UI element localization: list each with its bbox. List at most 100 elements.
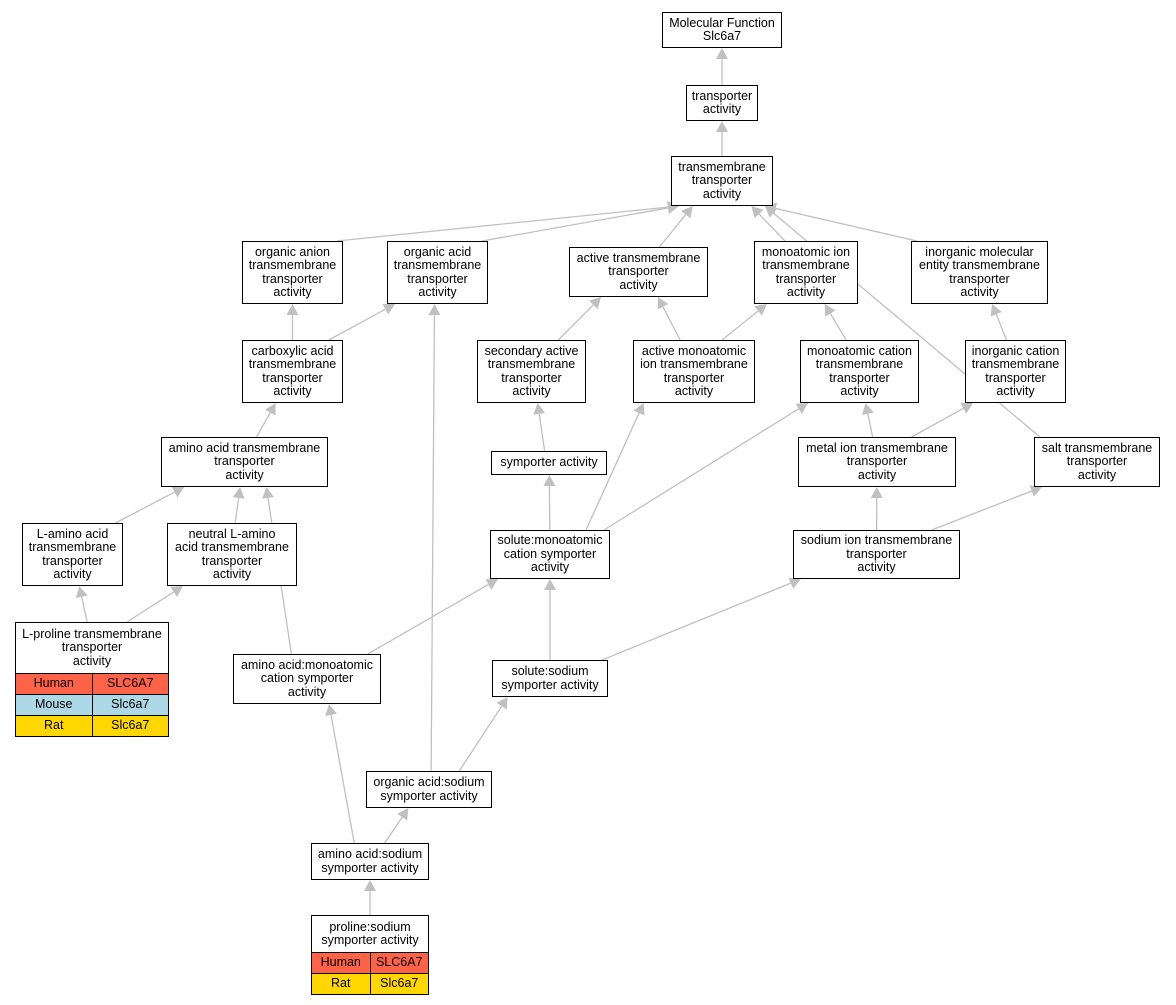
edge-line — [557, 304, 594, 341]
node-solute-monoatomic-cation-symporter[interactable]: solute:monoatomic cation symporter activ… — [490, 530, 610, 579]
node-amino-acid-monoatomic-cation-symporter[interactable]: amino acid:monoatomic cation symporter a… — [233, 654, 381, 704]
edge-line — [336, 206, 669, 242]
edge-arrowhead — [325, 704, 337, 716]
edge-arrowhead — [544, 579, 556, 590]
edge-line — [481, 207, 669, 242]
edge-arrowhead — [861, 403, 874, 415]
node-metal-ion-transmembrane[interactable]: metal ion transmembrane transporter acti… — [798, 437, 956, 487]
node-neutral-l-amino-acid[interactable]: neutral L-amino acid transmembrane trans… — [167, 523, 297, 586]
edge-arrowhead — [765, 206, 778, 218]
edge-arrowhead — [824, 304, 836, 317]
edge-line — [601, 582, 792, 661]
edge-line — [658, 214, 687, 248]
edge-arrowhead — [870, 487, 883, 499]
gene-symbol: SLC6A7 — [369, 953, 429, 973]
edge-line — [234, 497, 240, 524]
edge-line — [81, 596, 88, 623]
edge-arrowhead — [657, 297, 669, 310]
edge-line — [995, 313, 1008, 341]
node-l-amino-acid-transmembrane[interactable]: L-amino acid transmembrane transporter a… — [22, 523, 123, 586]
node-active-transmembrane[interactable]: active transmembrane transporter activit… — [569, 247, 708, 297]
node-amino-acid-sodium-symporter[interactable]: amino acid:sodium symporter activity — [311, 843, 429, 880]
edge-line — [931, 490, 1032, 531]
species-label: Human — [33, 676, 74, 691]
node-symporter-activity[interactable]: symporter activity — [491, 451, 607, 475]
node-amino-acid-transmembrane[interactable]: amino acid transmembrane transporter act… — [161, 437, 328, 487]
edge-line — [585, 412, 640, 531]
edge-line — [330, 714, 355, 844]
edge-line — [126, 591, 175, 623]
species-label: Mouse — [34, 697, 73, 712]
edge-line — [458, 705, 503, 772]
node-organic-anion-transmembrane[interactable]: organic anion transmembrane transporter … — [242, 241, 343, 304]
gene-row-rat: Rat Slc6a7 — [16, 715, 168, 736]
node-sodium-ion-transmembrane[interactable]: sodium ion transmembrane transporter act… — [793, 530, 960, 579]
edge-arrowhead — [589, 297, 602, 310]
edge-arrowhead — [960, 403, 973, 414]
species-label: Rat — [44, 718, 64, 733]
gene-row-mouse: Mouse Slc6a7 — [16, 694, 168, 715]
edge-arrowhead — [496, 697, 508, 710]
edge-arrowhead — [788, 577, 801, 589]
edge-line — [775, 207, 918, 242]
node-inorganic-molecular-entity[interactable]: inorganic molecular entity transmembrane… — [911, 241, 1048, 304]
edge-line — [538, 413, 546, 452]
gene-row-human: Human SLC6A7 — [16, 673, 168, 694]
species-label: Human — [320, 955, 361, 970]
edge-arrowhead — [382, 303, 395, 315]
edge-arrowhead — [533, 403, 546, 415]
edge-arrowhead — [795, 403, 808, 414]
node-secondary-active-transmembrane[interactable]: secondary active transmembrane transport… — [477, 340, 586, 403]
node-organic-acid-transmembrane[interactable]: organic acid transmembrane transporter a… — [387, 241, 488, 304]
species-label: Rat — [331, 976, 351, 991]
edge-arrowhead — [716, 121, 728, 132]
edge-arrowhead — [667, 202, 679, 214]
edge-arrowhead — [716, 48, 728, 59]
node-transmembrane-transporter-activity[interactable]: transmembrane transporter activity — [671, 156, 773, 206]
edge-arrowhead — [286, 304, 299, 315]
edge-line — [829, 313, 847, 341]
edge-line — [603, 408, 800, 531]
edge-arrowhead — [990, 304, 1002, 317]
edge-line — [662, 306, 681, 341]
node-organic-acid-sodium-symporter[interactable]: organic acid:sodium symporter activity — [366, 771, 492, 808]
node-proline-sodium-symporter[interactable]: proline:sodium symporter activity Human … — [311, 915, 429, 995]
edge-arrowhead — [170, 586, 183, 597]
edge-arrowhead — [751, 206, 764, 219]
edge-arrowhead — [1029, 485, 1042, 497]
edge-line — [115, 491, 175, 524]
node-transporter-activity[interactable]: transporter activity — [686, 85, 758, 121]
node-monoatomic-cation-transmembrane[interactable]: monoatomic cation transmembrane transpor… — [800, 340, 919, 403]
node-monoatomic-ion-transmembrane[interactable]: monoatomic ion transmembrane transporter… — [754, 241, 858, 304]
node-inorganic-cation-transmembrane[interactable]: inorganic cation transmembrane transport… — [965, 340, 1066, 403]
edge-line — [911, 407, 964, 438]
edge-arrowhead — [633, 403, 645, 416]
edge-arrowhead — [364, 880, 376, 891]
edge-arrowhead — [485, 579, 498, 590]
edge-arrowhead — [428, 304, 441, 316]
node-l-proline-transmembrane[interactable]: L-proline transmembrane transporter acti… — [15, 622, 169, 737]
gene-symbol: Slc6a7 — [369, 974, 429, 994]
edge-arrowhead — [171, 486, 185, 498]
edge-arrowhead — [232, 487, 245, 499]
edge-line — [721, 310, 759, 341]
node-title: L-proline transmembrane transporter acti… — [22, 626, 162, 668]
node-salt-transmembrane[interactable]: salt transmembrane transporter activity — [1034, 437, 1160, 487]
node-active-monoatomic-ion[interactable]: active monoatomic ion transmembrane tran… — [633, 340, 755, 403]
node-molecular-function[interactable]: Molecular Function Slc6a7 — [662, 12, 782, 48]
node-carboxylic-acid-transmembrane[interactable]: carboxylic acid transmembrane transporte… — [242, 340, 343, 403]
edge-line — [867, 413, 874, 438]
edge-arrowhead — [75, 586, 88, 599]
edge-arrowhead — [543, 475, 556, 487]
gene-symbol: Slc6a7 — [91, 716, 169, 736]
node-solute-sodium-symporter[interactable]: solute:sodium symporter activity — [492, 660, 608, 697]
gene-symbol: Slc6a7 — [91, 695, 169, 715]
gene-symbol: SLC6A7 — [91, 674, 169, 694]
edge-line — [758, 213, 786, 242]
edge-arrowhead — [397, 808, 409, 821]
edge-line — [384, 816, 403, 844]
edge-arrowhead — [754, 304, 767, 316]
edge-line — [255, 412, 271, 438]
gene-row-rat: Rat Slc6a7 — [312, 973, 428, 994]
